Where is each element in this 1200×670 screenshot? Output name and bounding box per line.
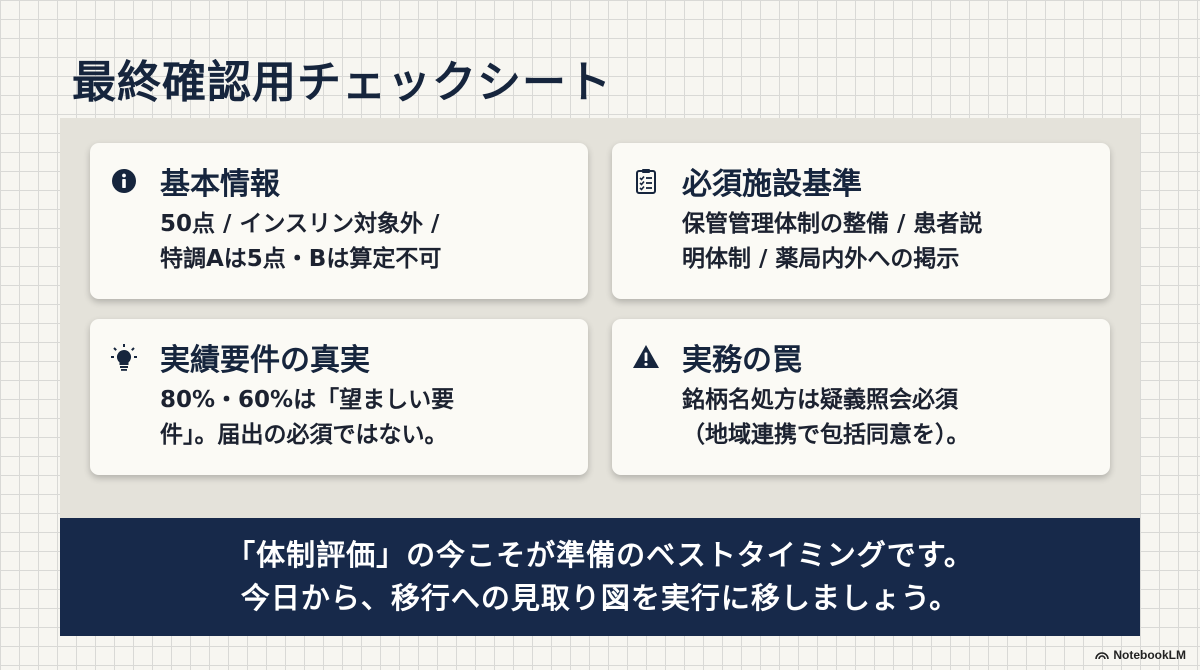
- brand-watermark: NotebookLM: [1095, 648, 1186, 662]
- page-title: 最終確認用チェックシート: [72, 57, 612, 108]
- brand-label: NotebookLM: [1113, 648, 1186, 662]
- card-line: （地域連携で包括同意を）。: [682, 422, 970, 448]
- card-header: 基本情報: [110, 161, 568, 202]
- card-line: 銘柄名処方は疑義照会必須: [682, 387, 958, 413]
- card-title: 基本情報: [160, 167, 280, 202]
- clipboard-checklist-icon: [632, 167, 660, 195]
- notebooklm-logo-icon: [1095, 650, 1110, 660]
- warning-icon: [632, 343, 660, 371]
- card-body: 保管管理体制の整備 / 患者説 明体制 / 薬局内外への掲示: [682, 207, 1090, 277]
- card-line: 保管管理体制の整備 / 患者説: [682, 211, 983, 237]
- card-body: 80%・60%は「望ましい要 件」。届出の必須ではない。: [160, 383, 568, 453]
- card-line: 件」。届出の必須ではない。: [160, 422, 448, 448]
- card-title: 実績要件の真実: [160, 343, 370, 378]
- card-header: 実務の罠: [632, 337, 1090, 378]
- card-title: 必須施設基準: [682, 167, 862, 202]
- card-line: 80%・60%は「望ましい要: [160, 387, 455, 413]
- summary-banner: 「体制評価」の今こそが準備のベストタイミングです。 今日から、移行への見取り図を…: [60, 518, 1140, 636]
- card-line: 50点 / インスリン対象外 /: [160, 211, 440, 237]
- info-icon: [110, 167, 138, 195]
- card-header: 実績要件の真実: [110, 337, 568, 378]
- banner-line: 「体制評価」の今こそが準備のベストタイミングです。: [226, 538, 974, 572]
- card-title: 実務の罠: [682, 343, 802, 378]
- card-basic-info: 基本情報 50点 / インスリン対象外 / 特調Aは5点・Bは算定不可: [90, 143, 588, 299]
- card-header: 必須施設基準: [632, 161, 1090, 202]
- checklist-panel: 基本情報 50点 / インスリン対象外 / 特調Aは5点・Bは算定不可: [60, 118, 1140, 518]
- card-performance-truth: 実績要件の真実 80%・60%は「望ましい要 件」。届出の必須ではない。: [90, 319, 588, 475]
- card-practical-pitfall: 実務の罠 銘柄名処方は疑義照会必須 （地域連携で包括同意を）。: [612, 319, 1110, 475]
- card-required-standards: 必須施設基準 保管管理体制の整備 / 患者説 明体制 / 薬局内外への掲示: [612, 143, 1110, 299]
- card-line: 明体制 / 薬局内外への掲示: [682, 246, 960, 272]
- banner-line: 今日から、移行への見取り図を実行に移しましょう。: [240, 581, 960, 615]
- card-body: 銘柄名処方は疑義照会必須 （地域連携で包括同意を）。: [682, 383, 1090, 453]
- card-body: 50点 / インスリン対象外 / 特調Aは5点・Bは算定不可: [160, 207, 568, 277]
- card-line: 特調Aは5点・Bは算定不可: [160, 246, 442, 272]
- lightbulb-icon: [110, 343, 138, 371]
